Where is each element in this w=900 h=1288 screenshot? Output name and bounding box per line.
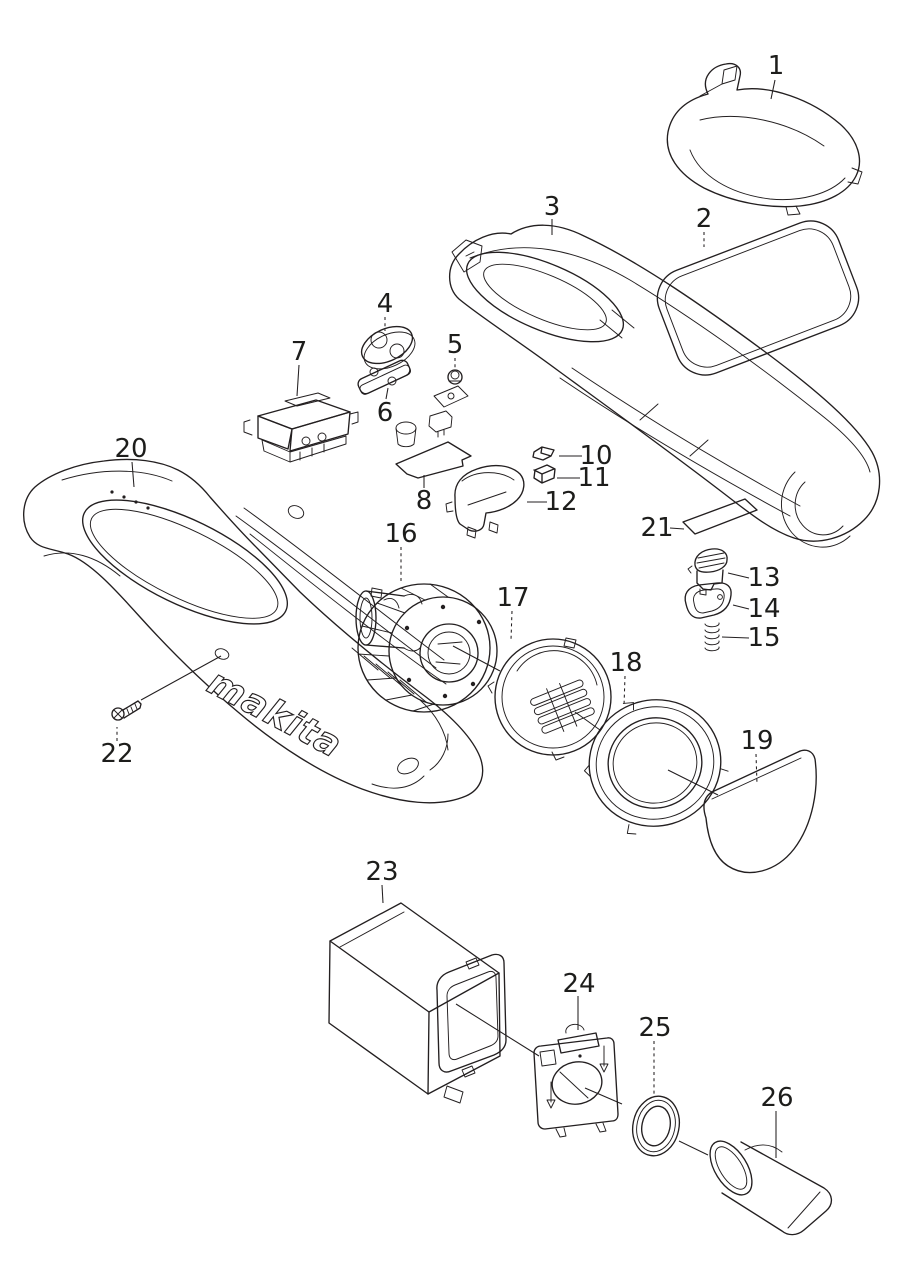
part-26-label: 26 <box>760 1083 793 1113</box>
assembly-line-18-19 <box>667 769 719 796</box>
part-16-label: 16 <box>384 519 417 549</box>
part-4-switch-button-drawing <box>360 325 416 370</box>
part-12-label: 12 <box>544 487 577 517</box>
part-6-leader <box>385 387 389 400</box>
part-17-label: 17 <box>496 583 529 613</box>
part-25-label: 25 <box>638 1013 671 1043</box>
part-19-leader <box>755 753 758 785</box>
part-13-latch-drawing <box>687 548 728 596</box>
part-10-clip-drawing <box>532 446 555 461</box>
part-4-label: 4 <box>377 289 394 319</box>
part-5-label: 5 <box>447 330 464 360</box>
part-26-nozzle-drawing <box>709 1140 833 1236</box>
part-24-filter-plate-drawing <box>533 1023 619 1138</box>
part-23-dust-box-drawing <box>328 902 507 1104</box>
part-15-spring-drawing <box>704 622 720 652</box>
part-6-label: 6 <box>377 398 394 428</box>
part-19-label: 19 <box>740 726 773 756</box>
part-21-label: 21 <box>640 513 673 543</box>
part-3-label: 3 <box>544 192 561 222</box>
part-1-leader <box>770 79 776 100</box>
part-18-bezel-ring-drawing <box>583 699 729 835</box>
part-6-lever-drawing <box>357 359 412 395</box>
part-14-leader <box>732 604 750 610</box>
part-25-seal-ring-drawing <box>631 1095 681 1157</box>
part-12-duct-drawing <box>445 464 525 539</box>
part-8-board-cluster-drawing <box>395 385 472 479</box>
assembly-line-16-17 <box>452 645 501 672</box>
part-13-leader <box>727 572 750 579</box>
part-7-label: 7 <box>291 337 308 367</box>
part-18-label: 18 <box>609 648 642 678</box>
part-16-motor-fan-drawing <box>355 583 498 713</box>
part-22-label: 22 <box>100 739 133 769</box>
part-3-upper-housing-drawing <box>448 224 881 548</box>
part-5-screw-drawing <box>447 369 463 385</box>
part-14-label: 14 <box>747 594 780 624</box>
part-23-label: 23 <box>365 857 398 887</box>
part-17-fan-cover-drawing <box>487 637 612 761</box>
assembly-line-24-25 <box>584 1087 623 1105</box>
part-1-label: 1 <box>768 51 785 81</box>
part-18-leader <box>623 675 626 707</box>
makita-logo: makita <box>201 662 349 767</box>
part-20-label: 20 <box>114 434 147 464</box>
part-22-screw-drawing <box>111 700 142 721</box>
part-15-leader <box>721 636 750 639</box>
part-21-sticker-drawing <box>682 498 758 535</box>
assembly-line-22-body <box>140 655 222 701</box>
part-7-terminal-block-drawing <box>243 392 359 463</box>
part-15-label: 15 <box>747 623 780 653</box>
part-11-label: 11 <box>577 463 610 493</box>
part-24-label: 24 <box>562 969 595 999</box>
part-20-leader <box>131 461 135 488</box>
part-21-leader <box>669 527 685 530</box>
part-2-label: 2 <box>696 204 713 234</box>
part-13-label: 13 <box>747 563 780 593</box>
assembly-line-25-26 <box>678 1140 709 1156</box>
assembly-line-23-24 <box>455 1003 540 1057</box>
part-14-latch-guide-drawing <box>684 582 732 619</box>
part-7-leader <box>296 364 300 397</box>
part-23-leader <box>381 884 384 904</box>
part-10-label: 10 <box>579 441 612 471</box>
assembly-line-17-18 <box>574 711 601 731</box>
part-2-gasket-drawing <box>656 220 860 376</box>
part-number-labels: 1 2 3 4 5 6 7 8 10 11 12 13 14 15 16 17 … <box>100 51 793 1113</box>
part-1-top-cover-drawing <box>666 62 863 216</box>
part-11-block-drawing <box>533 464 556 484</box>
part-17-leader <box>510 610 513 641</box>
leader-lines <box>116 79 777 1158</box>
part-8-label: 8 <box>416 486 433 516</box>
part-20-main-body-drawing: makita <box>23 458 484 804</box>
